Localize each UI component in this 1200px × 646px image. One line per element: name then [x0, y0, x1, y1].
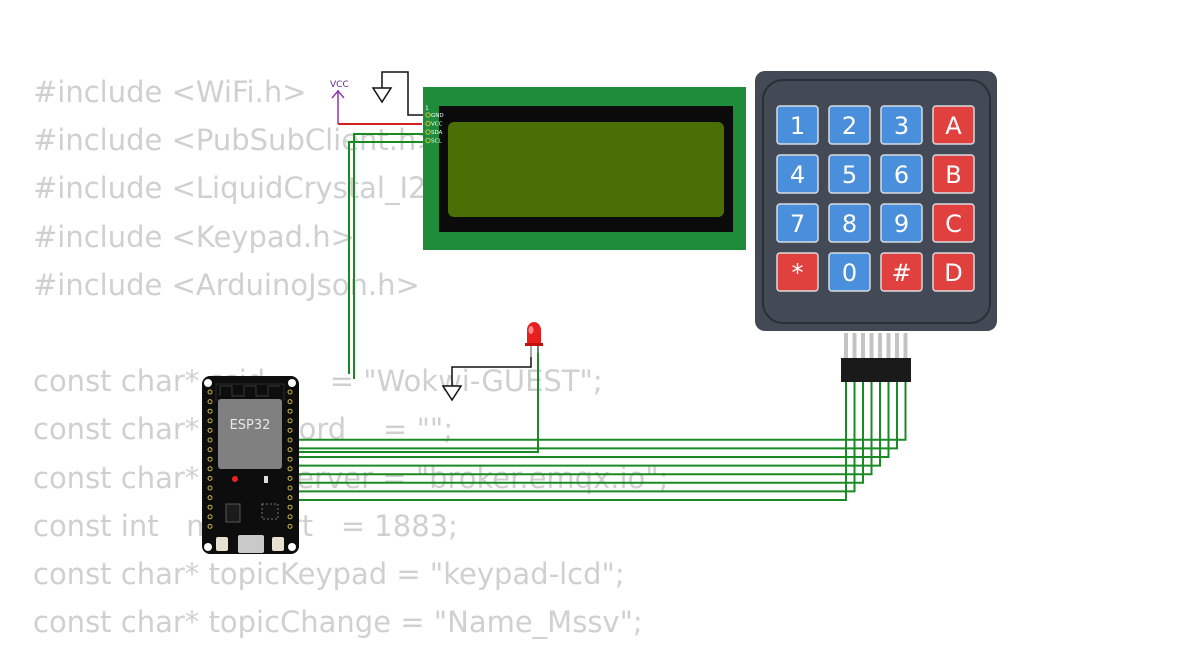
red-led[interactable]	[525, 322, 543, 357]
key-c[interactable]: C	[932, 203, 975, 243]
lcd-display[interactable]: 1 GND VCC SDA SCL	[423, 87, 746, 250]
wire	[215, 382, 856, 493]
code-line: #include <Keypad.h>	[33, 219, 355, 254]
esp32-label: ESP32	[230, 418, 271, 433]
lcd-screen	[448, 122, 724, 217]
key-label: #	[891, 259, 911, 287]
key-1[interactable]: 1	[776, 105, 819, 145]
key-label: D	[944, 259, 962, 287]
lcd-pin-header: GND VCC SDA SCL	[425, 112, 444, 145]
gnd-symbol-top[interactable]	[371, 71, 428, 116]
key-label: 8	[842, 210, 857, 238]
keypad[interactable]: 1 2 3 A 4 5 6 B 7 8 9 C * 0 # D	[755, 71, 997, 382]
key-label: A	[945, 112, 962, 140]
circuit-diagram: VCC 1 GND VCC SDA SCL 1 2 3 A 4 5 6 B 7 8 9 C * 0 # D	[202, 71, 997, 554]
key-5[interactable]: 5	[828, 154, 871, 194]
esp32-board[interactable]: ESP32	[202, 376, 299, 554]
code-line: #include <ArduinoJson.h>	[33, 267, 420, 302]
lcd-pin[interactable]	[425, 120, 431, 127]
wire	[215, 382, 864, 484]
key-3[interactable]: 3	[880, 105, 923, 145]
key-label: 1	[790, 112, 805, 140]
code-line: #include <WiFi.h>	[33, 75, 307, 109]
key-7[interactable]: 7	[776, 203, 819, 243]
code-line: const char* topicKeypad = "keypad-lcd";	[33, 556, 625, 591]
wire	[215, 382, 873, 476]
key-hash[interactable]: #	[880, 252, 923, 292]
wire	[348, 141, 428, 374]
key-label: 3	[894, 112, 909, 140]
key-label: 9	[894, 210, 909, 238]
keypad-keys: 1 2 3 A 4 5 6 B 7 8 9 C * 0 # D	[776, 105, 975, 292]
wire	[215, 382, 898, 450]
wire	[215, 382, 847, 501]
wire	[215, 382, 890, 458]
lcd-pin[interactable]	[425, 112, 431, 118]
key-8[interactable]: 8	[828, 203, 871, 243]
wire	[353, 133, 428, 379]
key-label: C	[945, 210, 962, 238]
keypad-inner-border	[762, 79, 991, 324]
key-label: 7	[790, 210, 805, 238]
key-label: 2	[842, 112, 857, 140]
vcc-symbol[interactable]: VCC	[330, 80, 349, 124]
keypad-connector	[841, 333, 911, 382]
key-label: 6	[894, 161, 909, 189]
key-2[interactable]: 2	[828, 105, 871, 145]
key-star[interactable]: *	[776, 252, 819, 292]
key-label: 4	[790, 161, 805, 189]
key-0[interactable]: 0	[828, 252, 871, 292]
lcd-pin-index: 1	[425, 105, 429, 112]
lcd-pin-label: GND	[431, 113, 444, 119]
key-d[interactable]: D	[932, 252, 975, 292]
wire	[215, 382, 907, 441]
wire	[215, 382, 881, 467]
key-label: *	[792, 259, 804, 287]
key-label: 5	[842, 161, 857, 189]
esp32-pins	[207, 389, 293, 529]
lcd-pin[interactable]	[425, 129, 431, 135]
lcd-pin-label: VCC	[431, 122, 443, 128]
code-line: #include <PubSubClient.h>	[33, 123, 441, 158]
lcd-pin[interactable]	[425, 137, 431, 144]
lcd-pin-label: SDA	[431, 130, 443, 136]
key-6[interactable]: 6	[880, 154, 923, 194]
lcd-pin-label: SCL	[431, 139, 442, 145]
key-label: 0	[842, 259, 857, 287]
wire	[213, 344, 539, 453]
vcc-label: VCC	[330, 80, 349, 90]
key-label: B	[945, 161, 961, 189]
key-4[interactable]: 4	[776, 154, 819, 194]
key-9[interactable]: 9	[880, 203, 923, 243]
esp32-shield	[218, 399, 282, 469]
usb-port	[238, 535, 264, 553]
key-a[interactable]: A	[932, 105, 975, 145]
wires	[213, 123, 907, 501]
gnd-symbol-led[interactable]	[441, 357, 532, 402]
key-b[interactable]: B	[932, 154, 975, 194]
